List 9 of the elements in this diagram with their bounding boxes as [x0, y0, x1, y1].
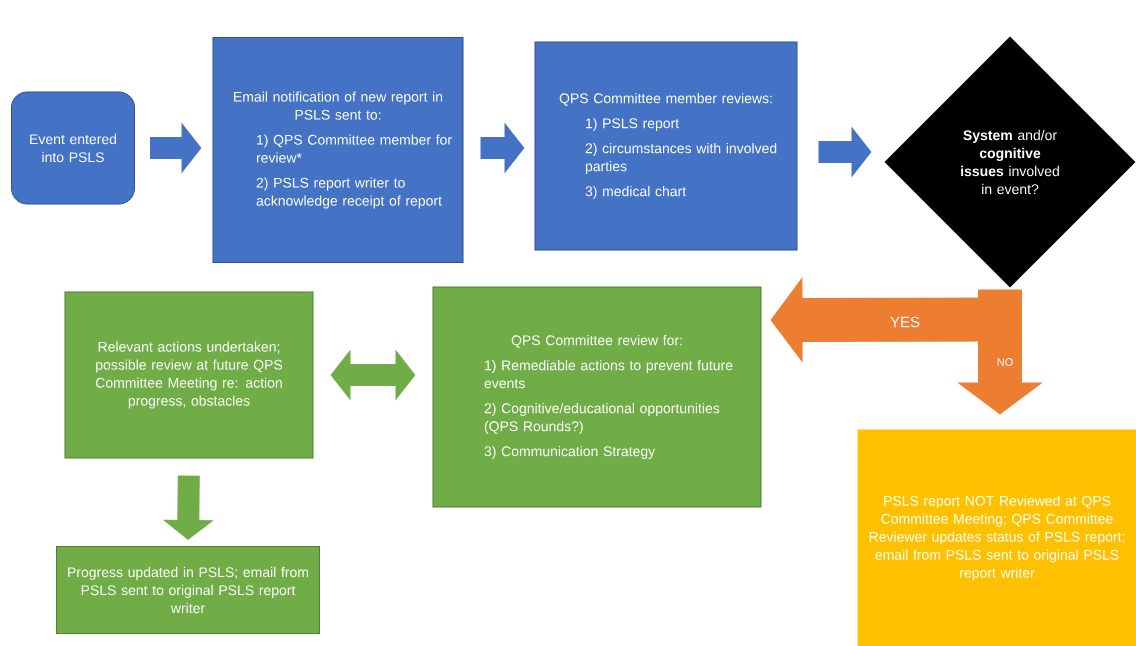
process-box: Progress updated in PSLS; email from PSLS sent to original PSLS report writer [56, 546, 320, 634]
process-box: QPS Committee member reviews: 1) PSLS report 2) circumstances with involved parties 3) medical chart [534, 41, 798, 251]
process-box: Event entered into PSLS [11, 91, 135, 205]
process-box: Relevant actions undertaken; possible review at future QPS Committee Meeting re: action progress, obstacles [64, 291, 314, 459]
edge-label: YES [890, 316, 920, 328]
process-box: QPS Committee review for: 1) Remediable actions to prevent future events 2) Cognitive/educational opportunities (QPS Rounds?) 3) Communication Strategy [432, 286, 762, 508]
edge-label: NO [997, 358, 1013, 366]
process-box: Email notification of new report in PSLS sent to: 1) QPS Committee member for review* 2) PSLS report writer to acknowledge receipt of report [212, 37, 464, 263]
process-box: PSLS report NOT Reviewed at QPS Committee Meeting; QPS Committee Reviewer updates status of PSLS report; email from PSLS sent to original PSLS report writer [857, 429, 1136, 646]
